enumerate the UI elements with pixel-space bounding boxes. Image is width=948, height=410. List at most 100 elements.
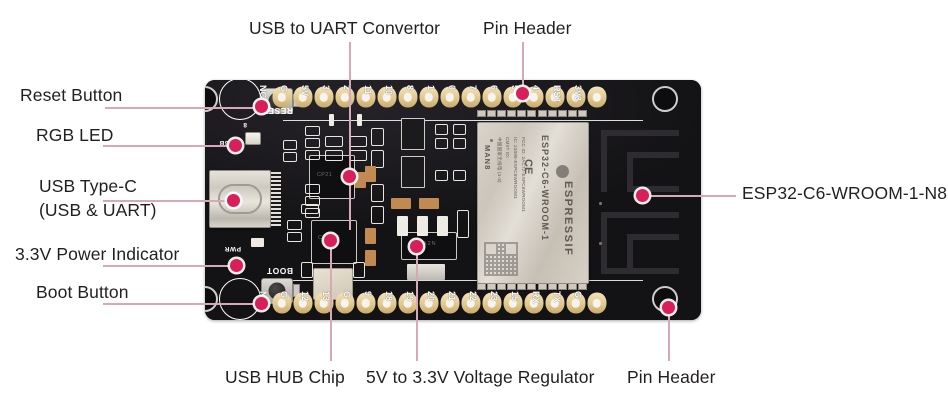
label-power-indicator: 3.3V Power Indicator (15, 244, 180, 264)
smd-capacitor (397, 216, 408, 236)
pin-label: 12 (300, 290, 310, 301)
bottom-pin-rx[interactable]: RX (531, 291, 565, 315)
bottom-pin-nc[interactable]: NC (258, 291, 292, 315)
bottom-pin-12[interactable]: 12 (300, 291, 334, 315)
pin-label: 19 (405, 290, 415, 301)
top-pin-1[interactable]: 1 (426, 85, 460, 109)
pin-label: 5V (300, 84, 310, 96)
pin-hole (592, 92, 601, 102)
leader-reset-button (105, 107, 261, 109)
bottom-pin-15[interactable]: 15 (510, 291, 544, 315)
module-qr-code (484, 242, 518, 276)
smd-pad (305, 196, 320, 206)
smd-pad (325, 150, 343, 161)
pin-label: 22 (468, 290, 478, 301)
bottom-pin-18[interactable]: 18 (384, 291, 418, 315)
smd-pad (435, 170, 448, 181)
module-ic-id: IC: 21098-ESPC6WROOM1 (513, 137, 518, 199)
leader-power-indicator (103, 265, 238, 267)
module-pin1-dot (490, 139, 493, 142)
top-pin-4[interactable]: 4 (531, 85, 565, 109)
smd-pad (371, 128, 384, 146)
pin-hole (319, 92, 328, 102)
bottom-pin-g[interactable]: G (279, 291, 313, 315)
top-pin-g[interactable]: G (279, 85, 313, 109)
marker-power-indicator[interactable] (230, 259, 243, 272)
pin-label: 11 (363, 84, 373, 95)
module-lot-code: MAN8 (483, 145, 492, 171)
marker-esp32-module[interactable] (636, 189, 649, 202)
bottom-pin-9[interactable]: 9 (363, 291, 397, 315)
pin-hole (445, 92, 454, 102)
bottom-pin-22[interactable]: 22 (468, 291, 502, 315)
rgb-led-component (245, 132, 261, 145)
smd-pad (349, 136, 367, 147)
espressif-logo-icon (556, 165, 569, 178)
pin-label: 20 (426, 290, 436, 301)
top-pin-8[interactable]: 8 (405, 85, 439, 109)
pin-label: 3V3 (573, 84, 583, 101)
label-boot-button: Boot Button (36, 282, 129, 302)
top-pin-nc[interactable]: NC (258, 85, 292, 109)
marker-usb-hub-chip[interactable] (324, 234, 337, 247)
marker-rgb-led[interactable] (229, 139, 242, 152)
bottom-pin-g[interactable]: G (573, 291, 607, 315)
bottom-pin-header[interactable]: NCG1213G918192021222315RXTXG (258, 290, 607, 316)
bottom-pin-19[interactable]: 19 (405, 291, 439, 315)
top-pin-11[interactable]: 11 (363, 85, 397, 109)
bottom-pin-tx[interactable]: TX (552, 291, 586, 315)
smd-capacitor (437, 216, 448, 236)
top-pin-5v[interactable]: 5V (300, 85, 334, 109)
smd-pad (287, 232, 302, 242)
bottom-pin-20[interactable]: 20 (426, 291, 460, 315)
pin-hole (571, 92, 580, 102)
top-pin-rst[interactable]: RST (552, 85, 586, 109)
smd-pad (453, 124, 466, 135)
top-pin-3v3[interactable]: 3V3 (573, 85, 607, 109)
marker-usb-to-uart-convertor[interactable] (343, 170, 356, 183)
label-pin-header-bottom: Pin Header (627, 367, 716, 387)
esp32-c6-wroom-1-module: ESP32-C6-WROOM-1 ESPRESSIF CE FCC ID: 2A… (477, 122, 589, 284)
voltage-regulator-marking: DUA2N (413, 241, 437, 247)
smd-pad (283, 152, 297, 162)
pin-label: 7 (468, 84, 478, 90)
marker-usb-type-c[interactable] (227, 194, 240, 207)
pin-label: 18 (384, 290, 394, 301)
module-part-number: ESP32-C6-WROOM-1 (540, 135, 550, 242)
top-pin-7[interactable]: 7 (468, 85, 502, 109)
silk-boot-label: BOOT (266, 266, 293, 276)
pin-hole (277, 92, 286, 102)
smd-pad (371, 206, 384, 224)
bottom-pin-23[interactable]: 23 (489, 291, 523, 315)
pin-hole (571, 298, 580, 308)
marker-boot-button[interactable] (255, 297, 268, 310)
smd-resistor (365, 250, 376, 266)
label-voltage-regulator: 5V to 3.3V Voltage Regulator (366, 367, 595, 387)
pin-hole (487, 92, 496, 102)
usb-type-c-connector[interactable] (209, 170, 271, 228)
marker-pin-header-bottom[interactable] (662, 301, 675, 314)
smd-pad (287, 220, 302, 230)
bottom-pin-g[interactable]: G (342, 291, 376, 315)
pin-label: NC (258, 84, 268, 98)
top-pin-2[interactable]: 2 (342, 85, 376, 109)
leader-voltage-regulator (416, 252, 418, 361)
bottom-pin-13[interactable]: 13 (321, 291, 355, 315)
smd-pad (349, 150, 367, 161)
pin-hole (361, 298, 370, 308)
top-pin-10[interactable]: 10 (384, 85, 418, 109)
pin-hole (466, 298, 475, 308)
marker-reset-button[interactable] (255, 100, 268, 113)
marker-pin-header-top[interactable] (516, 87, 529, 100)
pin-label: 6 (489, 84, 499, 90)
marker-voltage-regulator[interactable] (410, 240, 423, 253)
leader-pin-header-bottom (668, 312, 670, 361)
leader-pin-header-top (522, 42, 524, 92)
smd-pad (453, 170, 466, 181)
top-pin-0[interactable]: 0 (447, 85, 481, 109)
pin-hole (382, 92, 391, 102)
pin-label: RST (552, 84, 562, 103)
bottom-pin-21[interactable]: 21 (447, 291, 481, 315)
